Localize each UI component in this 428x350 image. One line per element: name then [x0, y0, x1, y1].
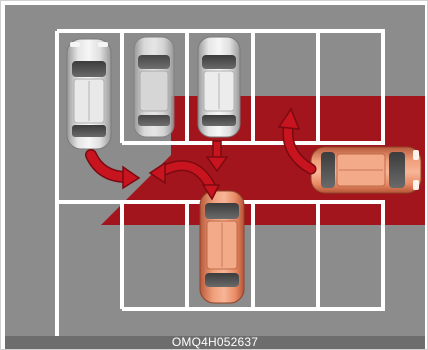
reversing-car	[198, 37, 240, 137]
parking-lot-illustration	[5, 5, 425, 336]
car-pulling-out	[67, 39, 111, 149]
figure-caption: OMQ4H052637	[5, 335, 425, 349]
caption-bar: OMQ4H052637	[5, 336, 425, 349]
parked-car	[134, 37, 174, 137]
approaching-car-bottom	[200, 191, 244, 303]
approaching-car-right	[311, 147, 421, 193]
